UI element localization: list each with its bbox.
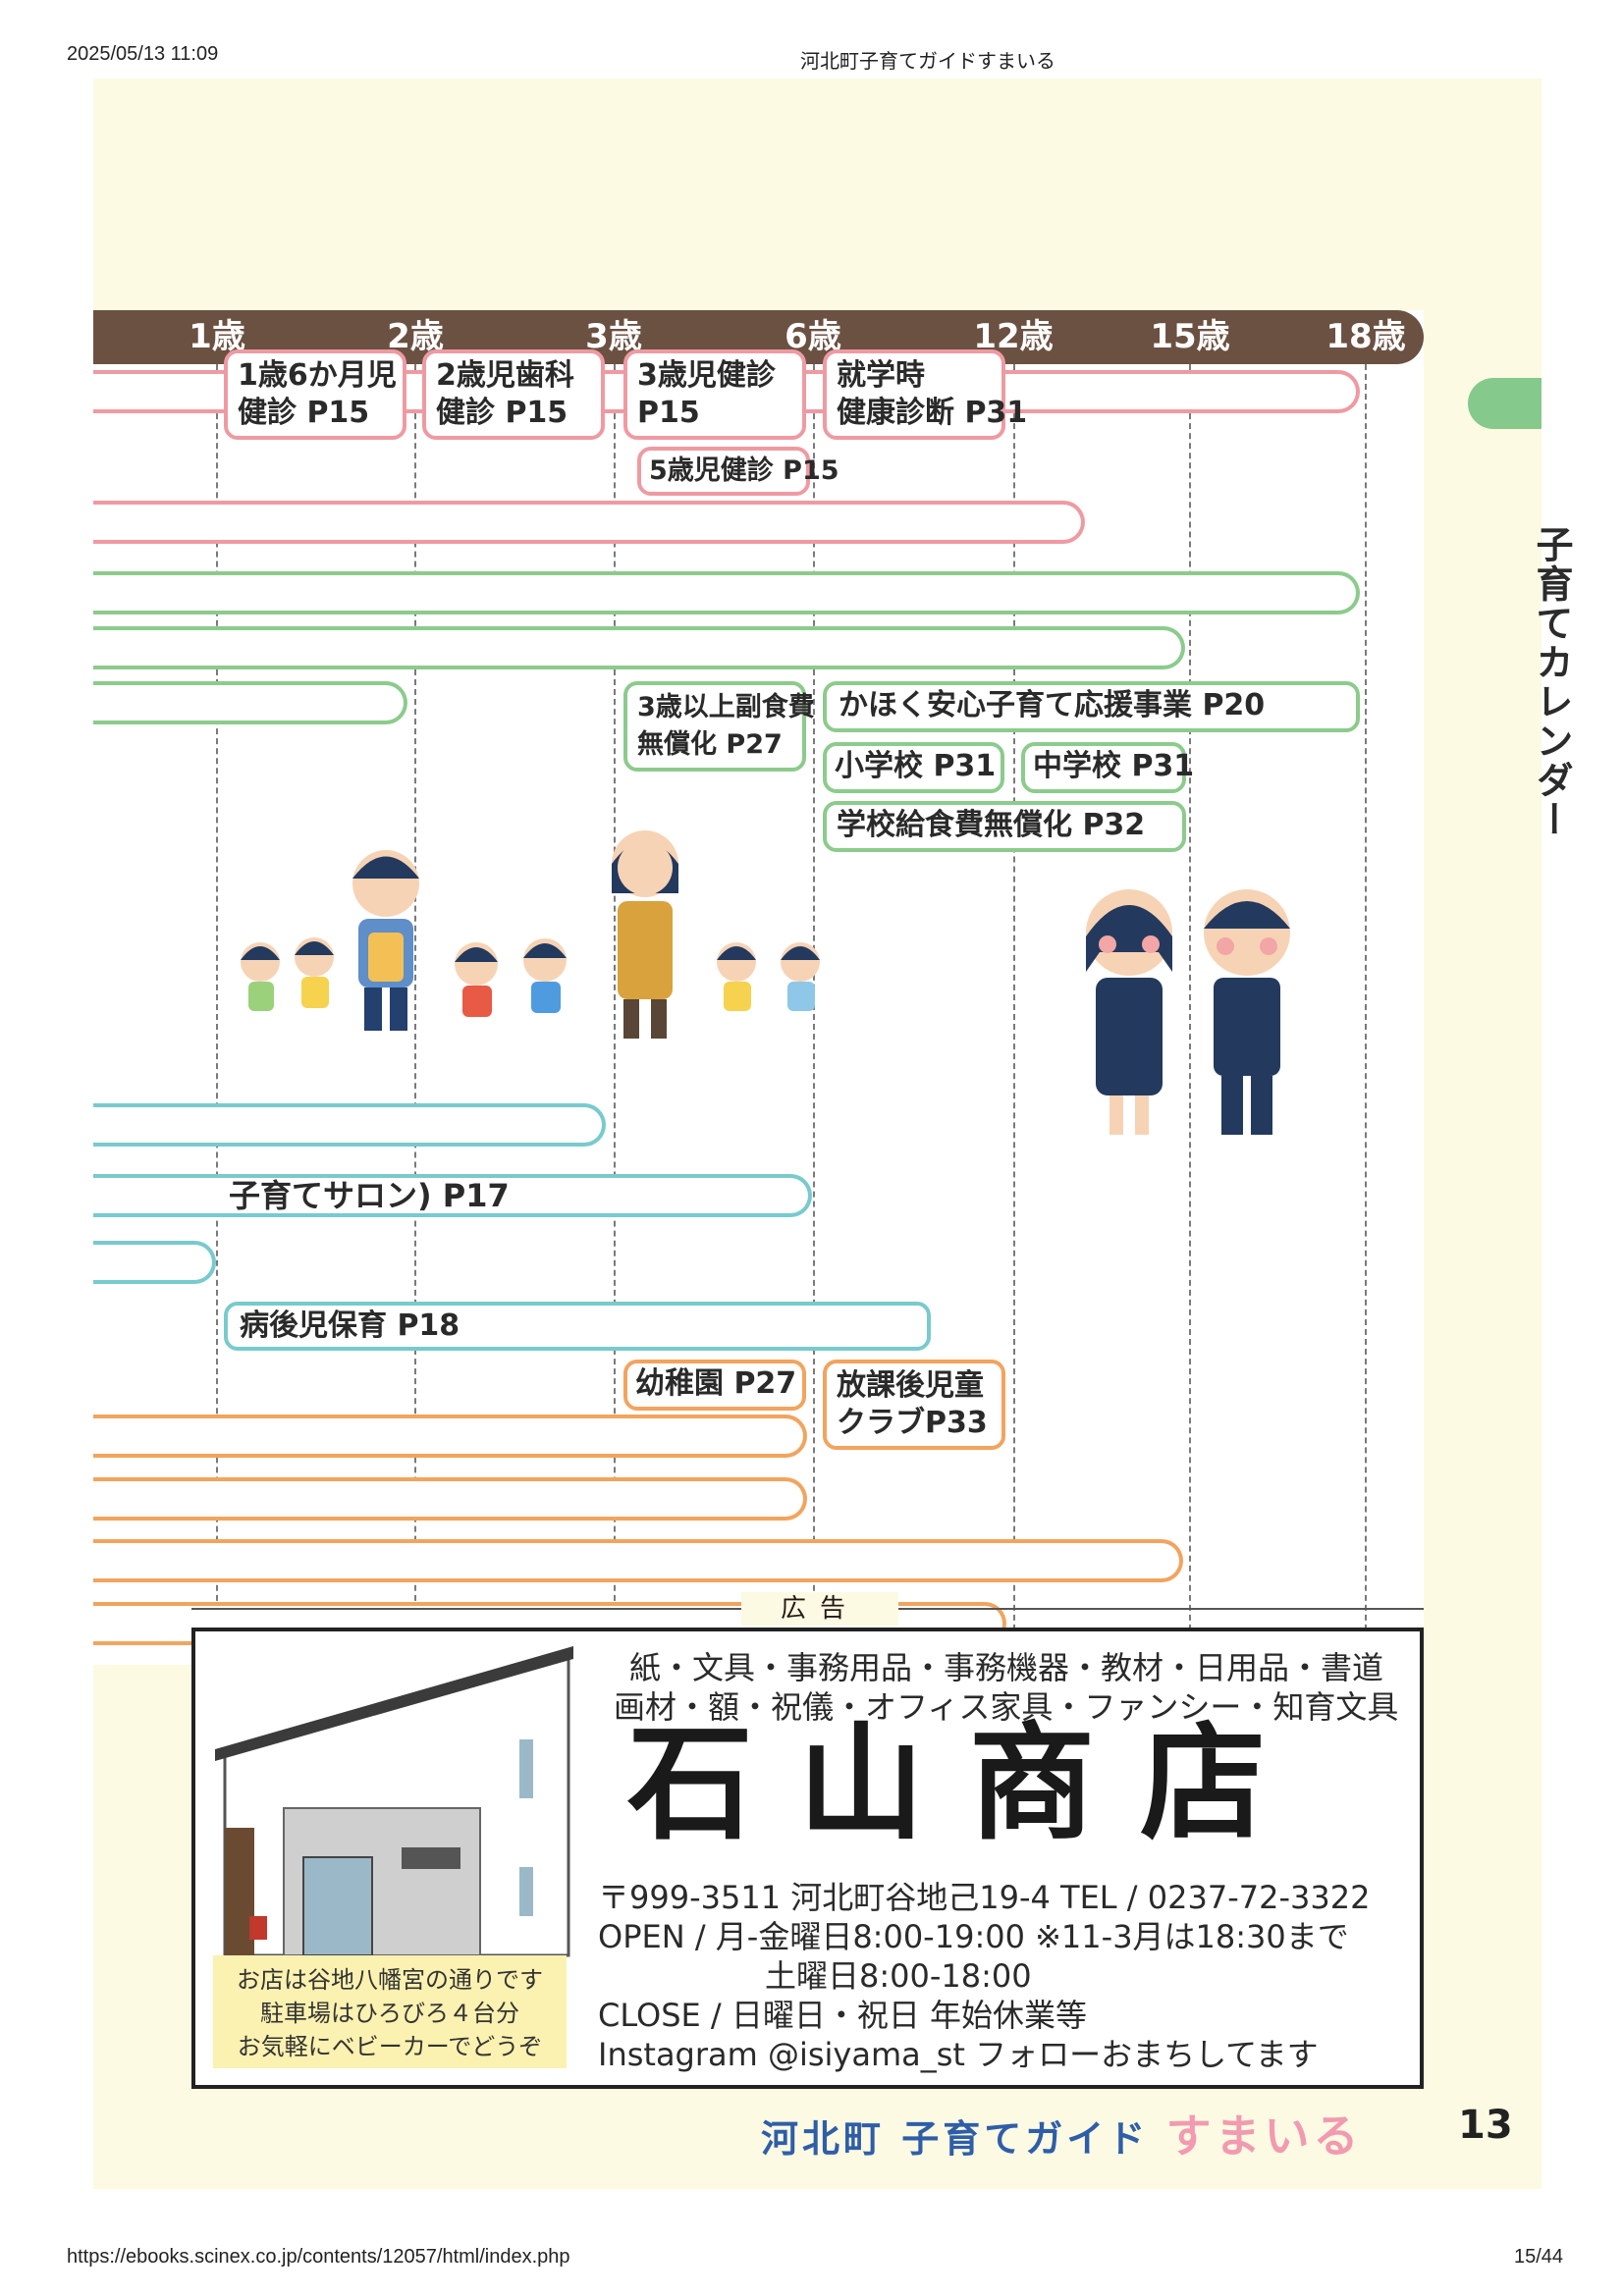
guide-brand: 河北町 子育てガイド すまいる (761, 2101, 1362, 2165)
kid-figures (241, 937, 820, 1017)
box-dental-2y-line2: 健診 P15 (436, 396, 568, 430)
care-bar-salon (93, 1174, 812, 1217)
ad-tag: 広告 (741, 1592, 898, 1626)
box-elementary-label: 小学校 P31 (835, 749, 997, 783)
print-title: 河北町子育てガイドすまいる (800, 51, 1055, 73)
store-note-line3: お気軽にベビーカーでどうぞ (237, 2033, 543, 2060)
gridline-6 (813, 364, 815, 1660)
box-checkup-3y-line1: 3歳児健診 (637, 358, 776, 393)
box-junior-high-label: 中学校 P31 (1033, 749, 1195, 783)
box-dental-2y: 2歳児歯科 健診 P15 (422, 349, 605, 440)
students-illustration (1086, 889, 1290, 1135)
box-lunch-free-label: 学校給食費無償化 P32 (837, 808, 1146, 842)
ad-products-line2: 画材・額・祝儀・オフィス家具・ファンシー・知育文具 (614, 1688, 1399, 1726)
age-axis: 1歳 2歳 3歳 6歳 12歳 15歳 18歳 (93, 310, 1424, 364)
teacher-1-figure (352, 850, 419, 1031)
box-food-free: 3歳以上副食費 無償化 P27 (623, 681, 815, 772)
gridline-18 (1365, 364, 1367, 1660)
store-name: 石山商店 (627, 1710, 1312, 1857)
store-building-illustration (215, 1646, 573, 1957)
education-bar-1 (93, 1415, 807, 1458)
box-sick-care: 病後児保育 P18 (224, 1302, 931, 1351)
box-kindergarten-label: 幼稚園 P27 (635, 1366, 797, 1401)
age-18: 18歳 (1325, 317, 1406, 356)
box-food-free-line2: 無償化 P27 (637, 729, 783, 760)
box-school-entry-line2: 健康診断 P31 (837, 396, 1028, 430)
box-checkup-18m-line2: 健診 P15 (238, 396, 370, 430)
guide-page: 1歳 2歳 3歳 6歳 12歳 15歳 18歳 1歳6か月児 健診 P15 2歳… (93, 79, 1573, 2189)
box-checkup-3y: 3歳児健診 P15 (623, 349, 806, 440)
gridline-3 (614, 364, 616, 1660)
box-junior-high: 中学校 P31 (1021, 742, 1194, 793)
box-sick-care-label: 病後児保育 P18 (240, 1308, 460, 1343)
gridline-2 (414, 364, 416, 1660)
ad-address: 〒999-3511 河北町谷地己19-4 TEL / 0237-72-3322 (598, 1879, 1371, 1916)
box-afterschool-line1: 放課後児童 (837, 1368, 984, 1403)
gridline-1 (216, 364, 218, 1660)
teacher-2-figure (612, 830, 678, 1039)
ad-box: お店は谷地八幡宮の通りです 駐車場はひろびろ４台分 お気軽にベビーカーでどうぞ … (191, 1628, 1424, 2089)
box-kindergarten: 幼稚園 P27 (623, 1360, 806, 1411)
gridline-15 (1189, 364, 1191, 1660)
finance-bar-0-2 (93, 681, 407, 724)
guide-brand-pink: すまいる (1165, 2109, 1363, 2163)
age-15: 15歳 (1150, 317, 1230, 356)
box-afterschool: 放課後児童 クラブP33 (823, 1360, 1005, 1450)
ad-products-line1: 紙・文具・事務用品・事務機器・教材・日用品・書道 (629, 1649, 1384, 1686)
ad-instagram: Instagram @isiyama_st フォローおまちしてます (598, 2036, 1319, 2073)
box-lunch-free: 学校給食費無償化 P32 (823, 801, 1186, 852)
gridline-12 (1013, 364, 1015, 1660)
print-timestamp: 2025/05/13 11:09 (67, 43, 219, 65)
box-school-entry-line1: 就学時 (837, 358, 925, 393)
ad-saturday-hours: 土曜日8:00-18:00 (765, 1957, 1032, 1995)
box-food-free-line1: 3歳以上副食費 (637, 692, 815, 722)
care-bar-0-3 (93, 1103, 606, 1147)
education-bar-2 (93, 1477, 807, 1521)
box-school-entry-checkup: 就学時 健康診断 P31 (823, 349, 1028, 440)
finance-bar-0-15 (93, 626, 1185, 669)
guide-brand-blue: 河北町 子育てガイド (761, 2117, 1150, 2161)
education-bar-3 (93, 1539, 1183, 1582)
ad-closed-days: CLOSE / 日曜日・祝日 年始休業等 (598, 1997, 1088, 2034)
health-bar-0-12 (93, 501, 1085, 544)
box-kahoku-support-label: かほく安心子育て応援事業 P20 (839, 688, 1266, 722)
box-kahoku-support: かほく安心子育て応援事業 P20 (823, 681, 1360, 732)
store-note: お店は谷地八幡宮の通りです 駐車場はひろびろ４台分 お気軽にベビーカーでどうぞ (213, 1955, 567, 2068)
box-checkup-5y-label: 5歳児健診 P15 (649, 455, 839, 486)
box-checkup-18m: 1歳6か月児 健診 P15 (224, 349, 406, 440)
student-girl-figure (1086, 889, 1172, 1135)
box-dental-2y-line1: 2歳児歯科 (436, 358, 574, 393)
care-bar-0-1 (93, 1241, 216, 1284)
children-illustration (241, 830, 820, 1039)
finance-bar-0-18 (93, 571, 1360, 614)
box-checkup-5y: 5歳児健診 P15 (637, 447, 839, 496)
salon-label: 子育てサロン) P17 (229, 1177, 510, 1214)
box-checkup-18m-line1: 1歳6か月児 (238, 358, 397, 393)
ad-open-hours: OPEN / 月-金曜日8:00-19:00 ※11-3月は18:30まで (598, 1918, 1349, 1955)
page-number: 13 (1458, 2103, 1513, 2148)
store-note-line2: 駐車場はひろびろ４台分 (260, 2000, 519, 2027)
student-boy-figure (1204, 889, 1290, 1135)
print-page-count: 15/44 (1514, 2246, 1564, 2268)
box-elementary: 小学校 P31 (823, 742, 1004, 793)
side-tab-marker (1468, 378, 1542, 429)
store-note-line1: お店は谷地八幡宮の通りです (237, 1966, 543, 1994)
box-afterschool-line2: クラブP33 (837, 1406, 988, 1440)
box-checkup-3y-line2: P15 (637, 396, 700, 430)
side-tab-label: 子育てカレンダー (1530, 525, 1573, 839)
print-url: https://ebooks.scinex.co.jp/contents/120… (67, 2246, 570, 2268)
